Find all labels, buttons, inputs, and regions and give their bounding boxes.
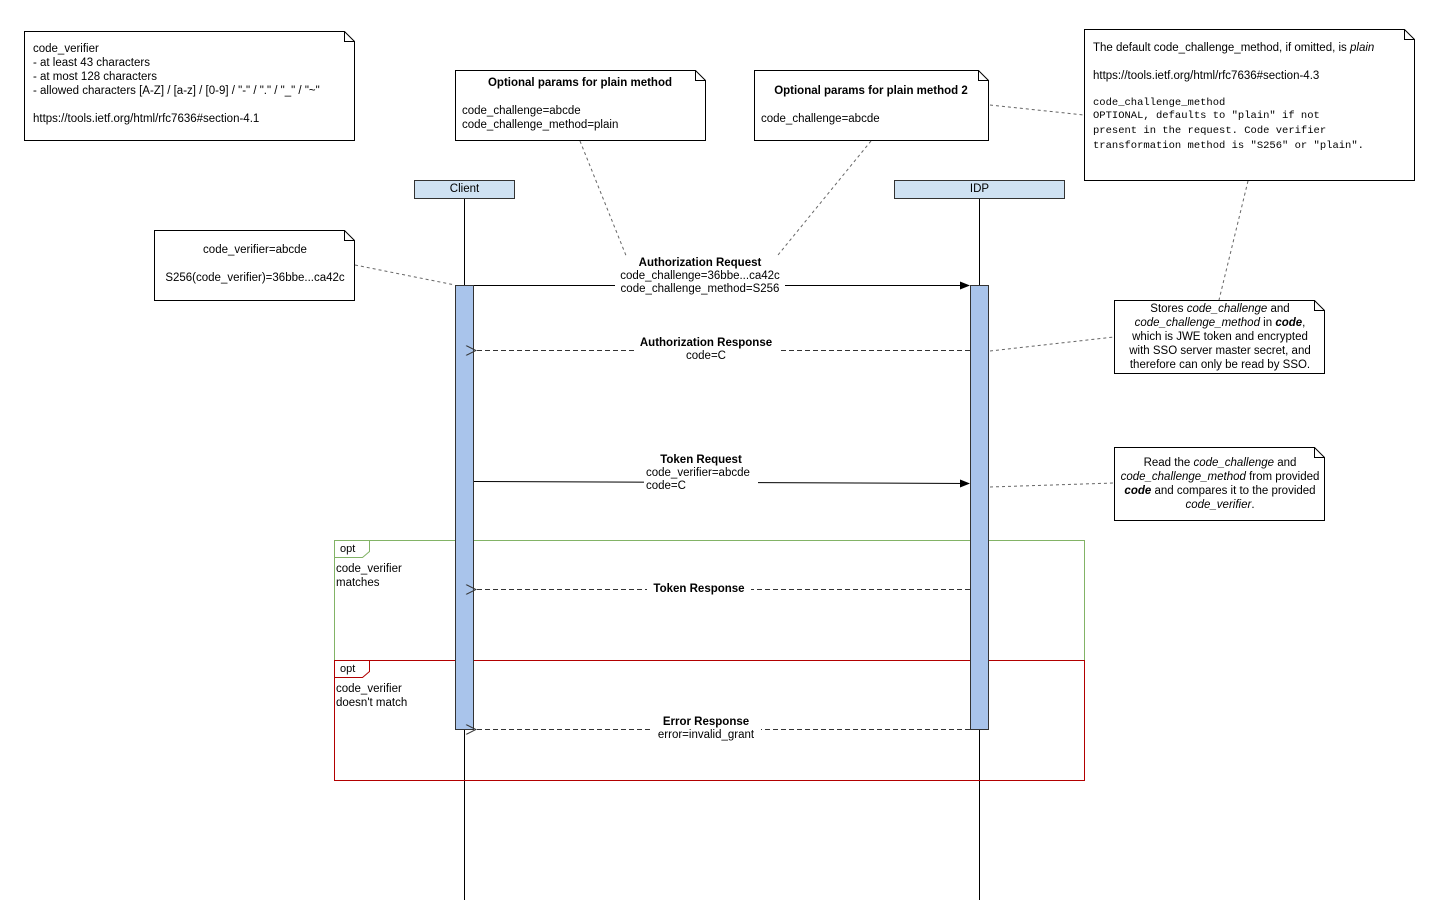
text: Stores <box>1150 303 1187 315</box>
spec-line: OPTIONAL, defaults to "plain" if not <box>1093 110 1320 122</box>
spec-line: transformation method is "S256" or "plai… <box>1093 140 1364 152</box>
condition-line: matches <box>336 577 380 589</box>
strong-text: code <box>1275 317 1303 329</box>
text: and <box>1274 457 1297 469</box>
fragment-mismatch-condition: code_verifier doesn't match <box>336 682 407 710</box>
error-response-label: Error Response error=invalid_grant <box>651 716 761 742</box>
auth-response-title: Authorization Response <box>639 337 773 349</box>
fragment-mismatch-tag: opt <box>340 663 356 675</box>
error-response-param: error=invalid_grant <box>657 729 755 741</box>
text: and compares it to the provided <box>1151 485 1316 497</box>
plain-params2-line: code_challenge=abcde <box>761 113 880 125</box>
plain-params-line: code_challenge_method=plain <box>462 119 619 131</box>
token-request-param: code=C <box>646 480 686 492</box>
token-response-label: Token Response <box>647 583 751 596</box>
note-client-verifier-box <box>154 230 355 301</box>
auth-request-label: Authorization Request code_challenge=36b… <box>615 257 785 296</box>
default-method-value: plain <box>1350 42 1375 54</box>
verifier-rules-line: - allowed characters [A-Z] / [a-z] / [0-… <box>33 85 320 97</box>
note-verifier-rules-box <box>24 31 355 141</box>
default-method-spec: code_challenge_method OPTIONAL, defaults… <box>1093 97 1411 154</box>
plain-params-title: Optional params for plain method <box>487 77 673 89</box>
auth-request-param: code_challenge_method=S256 <box>620 283 780 295</box>
em-text: code_challenge <box>1186 303 1268 315</box>
error-response-title: Error Response <box>662 716 750 728</box>
verifier-rules-line: - at most 128 characters <box>33 71 157 83</box>
em-text: code_challenge <box>1193 457 1275 469</box>
spec-line: present in the request. Code verifier <box>1093 125 1327 137</box>
client-lifeline-label: Client <box>449 183 480 195</box>
read-line-1: Read the code_challenge and <box>1115 456 1325 470</box>
verifier-rules-line: code_verifier <box>33 43 99 55</box>
verifier-rules-line: - at least 43 characters <box>33 57 150 69</box>
note-default-method-box <box>1084 29 1415 181</box>
client-verifier-hash: S256(code_verifier)=36bbe...ca42c <box>165 272 345 284</box>
fragment-match-condition: code_verifier matches <box>336 562 402 590</box>
note-plain-params-2: Optional params for plain method 2 code_… <box>761 84 981 126</box>
note-plain-params: Optional params for plain method code_ch… <box>462 76 698 132</box>
fragment-match-tag: opt <box>340 543 356 555</box>
plain-params2-spacer <box>761 98 981 112</box>
idp-lifeline-label: IDP <box>969 183 990 195</box>
read-line-3: code and compares it to the provided <box>1115 484 1325 498</box>
spec-line: code_challenge_method <box>1093 97 1226 109</box>
plain-params-line: code_challenge=abcde <box>462 105 581 117</box>
em-text: code_challenge_method <box>1120 471 1246 483</box>
auth-response-param: code=C <box>686 350 726 362</box>
stores-line-2: code_challenge_method in code, <box>1115 316 1325 330</box>
auth-request-title: Authorization Request <box>638 257 762 269</box>
default-method-spacer <box>1093 55 1411 69</box>
idp-activation-bar <box>970 285 989 730</box>
text: , <box>1302 317 1306 329</box>
text: and <box>1267 303 1290 315</box>
note-read-challenge: Read the code_challenge and code_challen… <box>1115 456 1325 512</box>
token-request-label: Token Request code_verifier=abcde code=C <box>644 454 758 493</box>
text: . <box>1251 499 1255 511</box>
idp-lifeline-head[interactable]: IDP <box>894 180 1065 199</box>
text: in <box>1259 317 1276 329</box>
note-stores-challenge: Stores code_challenge and code_challenge… <box>1115 302 1325 372</box>
token-request-title: Token Request <box>660 454 742 466</box>
client-activation-bar <box>455 285 474 730</box>
note-client-verifier: code_verifier=abcde S256(code_verifier)=… <box>155 243 355 285</box>
text: Read the <box>1143 457 1194 469</box>
plain-params2-title: Optional params for plain method 2 <box>774 85 968 97</box>
auth-request-param: code_challenge=36bbe...ca42c <box>620 270 780 282</box>
note-read-challenge-box <box>1114 447 1325 521</box>
stores-line-5: therefore can only be read by SSO. <box>1129 359 1311 371</box>
condition-line: code_verifier <box>336 683 402 695</box>
note-default-method: The default code_challenge_method, if om… <box>1093 41 1411 154</box>
fragment-mismatch <box>334 660 1085 781</box>
client-lifeline-head[interactable]: Client <box>414 180 515 199</box>
em-text: code_verifier <box>1185 499 1252 511</box>
text: from provided <box>1245 471 1320 483</box>
stores-line-4: with SSO server master secret, and <box>1129 345 1311 357</box>
note-connectors <box>354 104 1249 488</box>
verifier-rules-link: https://tools.ietf.org/html/rfc7636#sect… <box>33 113 260 125</box>
note-plain-params2-box <box>754 70 989 141</box>
stores-line-1: Stores code_challenge and <box>1115 302 1325 316</box>
client-verifier-spacer <box>155 257 355 271</box>
note-verifier-rules: code_verifier - at least 43 characters -… <box>33 42 343 126</box>
verifier-rules-line <box>33 98 343 112</box>
client-verifier-line: code_verifier=abcde <box>203 244 307 256</box>
token-response-title: Token Response <box>653 583 745 595</box>
default-method-line: The default code_challenge_method, if om… <box>1093 41 1411 55</box>
token-request-param: code_verifier=abcde <box>646 467 750 479</box>
default-method-link: https://tools.ietf.org/html/rfc7636#sect… <box>1093 70 1320 82</box>
read-line-2: code_challenge_method from provided <box>1115 470 1325 484</box>
default-method-prefix: The default code_challenge_method, if om… <box>1093 42 1350 54</box>
default-method-spacer <box>1093 83 1411 97</box>
read-line-4: code_verifier. <box>1115 498 1325 512</box>
strong-text: code <box>1124 485 1152 497</box>
em-text: code_challenge_method <box>1134 317 1260 329</box>
stores-line-3: which is JWE token and encrypted <box>1132 331 1308 343</box>
note-plain-params-box <box>455 70 706 141</box>
note-stores-challenge-box <box>1114 300 1325 374</box>
condition-line: code_verifier <box>336 563 402 575</box>
condition-line: doesn't match <box>336 697 408 709</box>
plain-params-spacer <box>462 90 698 104</box>
auth-response-label: Authorization Response code=C <box>634 337 778 363</box>
